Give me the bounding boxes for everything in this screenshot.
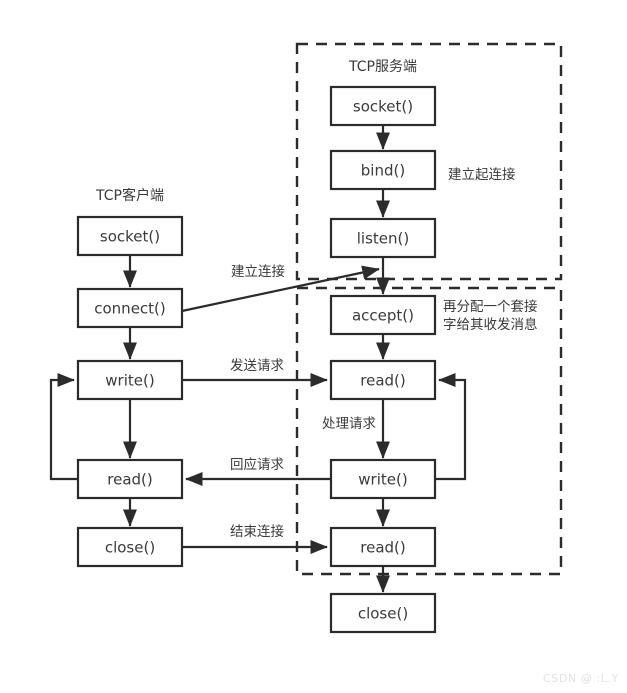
node-server-listen[interactable]: listen() xyxy=(329,217,437,259)
node-client-close[interactable]: close() xyxy=(76,526,184,568)
node-server-accept[interactable]: accept() xyxy=(329,294,437,336)
node-client-socket[interactable]: socket() xyxy=(76,215,184,257)
node-server-bind-label: bind() xyxy=(361,162,405,180)
node-server-read-close-label: read() xyxy=(360,539,405,557)
node-client-connect-label: connect() xyxy=(94,300,166,318)
node-server-close-label: close() xyxy=(358,605,408,623)
node-client-read-label: read() xyxy=(107,471,152,489)
annotation-realloc-line2: 字给其收发消息 xyxy=(443,316,538,333)
group-title-client: TCP客户端 xyxy=(95,187,164,204)
edge-label-reply-request: 回应请求 xyxy=(230,456,284,473)
node-server-accept-label: accept() xyxy=(352,307,414,325)
node-client-read[interactable]: read() xyxy=(76,458,184,500)
node-client-socket-label: socket() xyxy=(100,228,160,246)
node-server-listen-label: listen() xyxy=(357,230,409,248)
node-client-close-label: close() xyxy=(105,539,155,557)
group-box-server-setup xyxy=(295,42,563,281)
edge-label-send-request: 发送请求 xyxy=(230,358,284,374)
group-title-server: TCP服务端 xyxy=(348,59,417,75)
node-server-read-request[interactable]: read() xyxy=(329,359,437,401)
annotation-realloc-line1: 再分配一个套接 xyxy=(443,298,538,315)
node-server-read-request-label: read() xyxy=(360,372,405,390)
edge-label-connect: 建立连接 xyxy=(231,263,285,280)
node-client-connect[interactable]: connect() xyxy=(76,287,184,329)
edge-connect-to-listen xyxy=(181,265,380,313)
node-server-write-label: write() xyxy=(358,471,407,489)
node-server-bind[interactable]: bind() xyxy=(329,149,437,191)
group-box-server-session xyxy=(295,286,563,576)
node-client-write-label: write() xyxy=(105,372,154,390)
watermark: CSDN @ :L.Y xyxy=(542,672,619,685)
node-server-socket-label: socket() xyxy=(353,98,413,116)
edge-label-handle-request: 处理请求 xyxy=(322,416,376,432)
node-server-read-close[interactable]: read() xyxy=(329,526,437,568)
edge-label-finish-connection: 结束连接 xyxy=(230,523,284,540)
edge-server-loop-back xyxy=(435,372,467,481)
annotation-establish-connection: 建立起连接 xyxy=(448,166,516,183)
edge-client-loop-back xyxy=(49,372,78,481)
node-server-write[interactable]: write() xyxy=(329,458,437,500)
node-client-write[interactable]: write() xyxy=(76,359,184,401)
node-server-close[interactable]: close() xyxy=(329,592,437,634)
node-server-socket[interactable]: socket() xyxy=(329,85,437,127)
